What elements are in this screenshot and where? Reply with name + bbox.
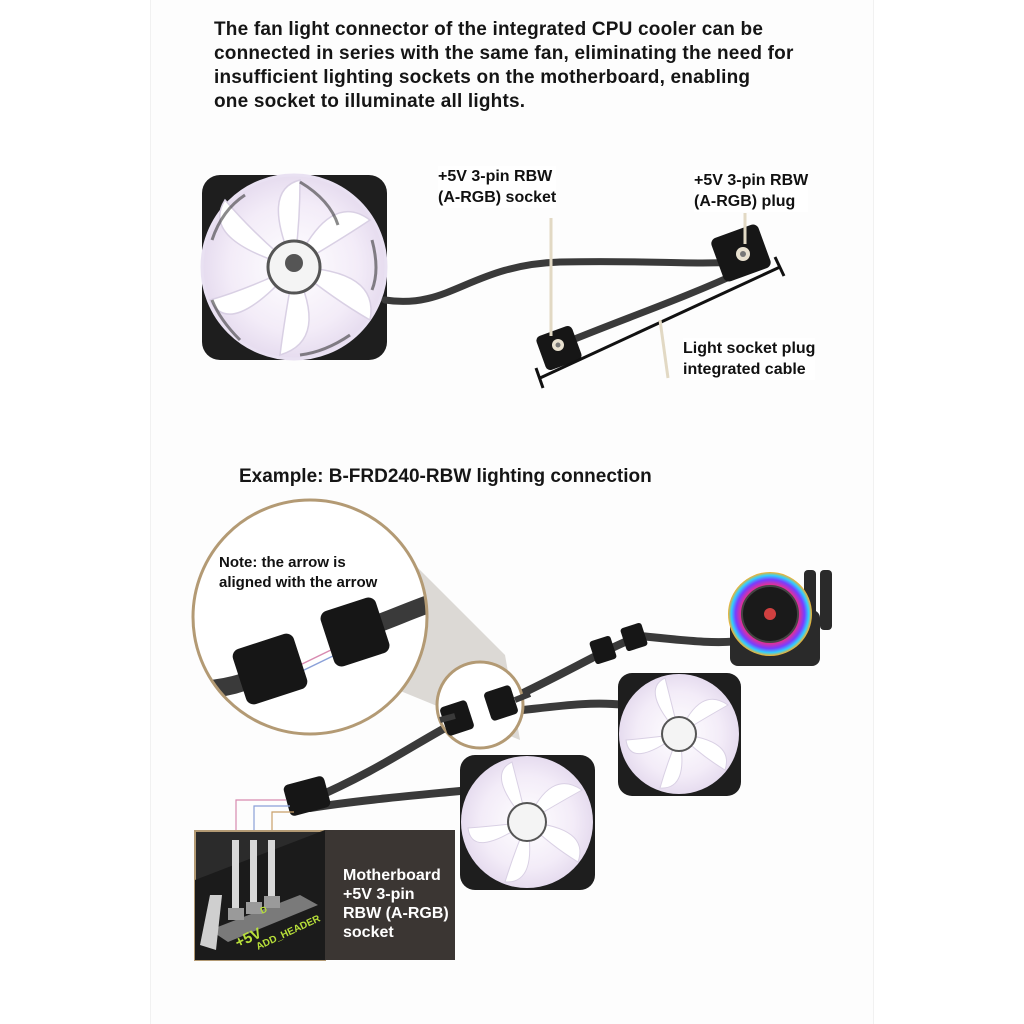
fan-icon: [200, 173, 388, 361]
magnifier-note: Note: the arrow is aligned with the arro…: [219, 554, 378, 591]
magnifier-icon: [435, 660, 532, 750]
cable-pointer: [658, 319, 670, 379]
motherboard-header-photo: [194, 830, 326, 961]
zoomed-connector-view: [191, 498, 429, 736]
intro-line: one socket to illuminate all lights.: [214, 91, 526, 112]
example-title: Example: B-FRD240-RBW lighting connectio…: [239, 466, 652, 487]
socket-label: +5V 3-pin RBW (A-RGB) socket: [438, 166, 557, 208]
intro-line: insufficient lighting sockets on the mot…: [214, 67, 751, 88]
plug-label: +5V 3-pin RBW (A-RGB) plug: [694, 170, 809, 212]
cable-label: Light socket plug integrated cable: [683, 338, 816, 380]
intro-text: The fan light connector of the integrate…: [214, 18, 834, 114]
silkscreen-pin: D: [259, 904, 270, 916]
motherboard-label: Motherboard +5V 3-pin RBW (A-RGB) socket: [343, 867, 449, 941]
intro-line: connected in series with the same fan, e…: [214, 43, 794, 64]
fan-cable: [381, 258, 749, 349]
connector-icon: [589, 622, 648, 665]
fan-icon: [618, 673, 741, 796]
fan-icon: [460, 755, 595, 890]
cpu-cooler-pump-icon: [728, 570, 832, 666]
motherboard-label-box: [325, 830, 455, 960]
header-pin-icon: [228, 840, 280, 920]
connector-icon: [536, 325, 582, 371]
connector-icon: [711, 224, 771, 282]
connector-icon: [283, 776, 331, 816]
intro-line: The fan light connector of the integrate…: [214, 19, 764, 40]
